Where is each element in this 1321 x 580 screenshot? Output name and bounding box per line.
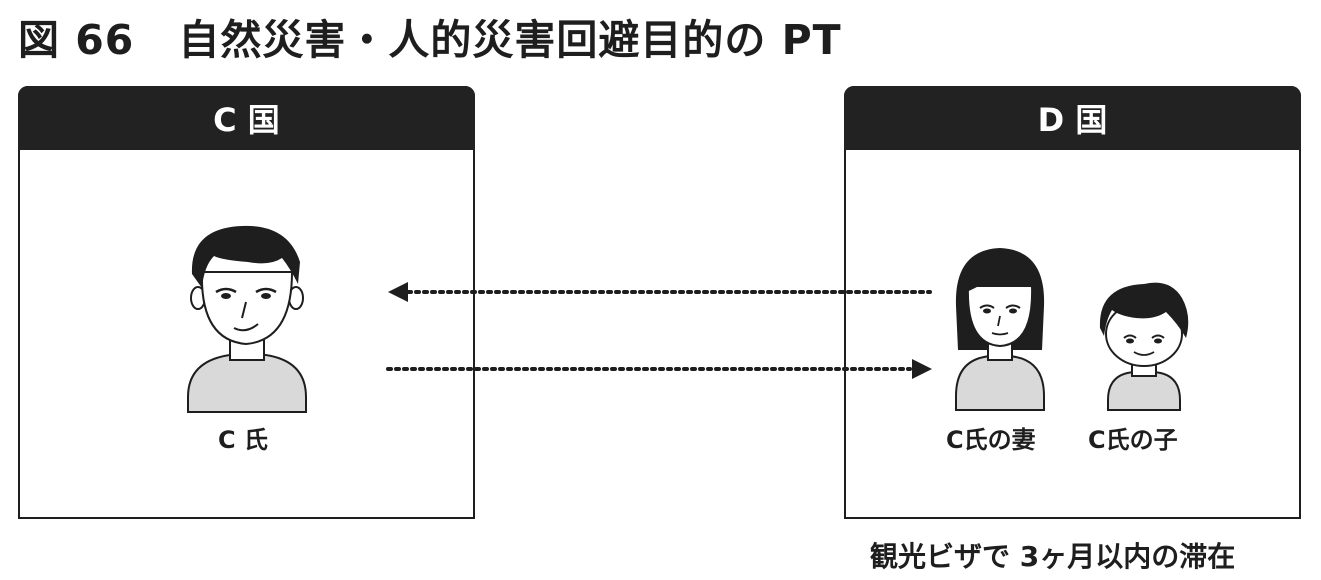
man-figure-icon (178, 222, 318, 414)
woman-figure-icon (950, 246, 1050, 412)
figure-number: 図 66 (18, 16, 135, 64)
country-d-header: D 国 (844, 86, 1301, 150)
country-d-box: D 国 (844, 86, 1301, 519)
stay-note: 観光ビザで 3ヶ月以内の滞在 (870, 540, 1236, 573)
child-figure-icon (1096, 280, 1192, 412)
c-man-label: C 氏 (218, 426, 268, 454)
country-c-box: C 国 (18, 86, 475, 519)
country-c-header: C 国 (18, 86, 475, 150)
dotted-arrow-right-icon (386, 357, 934, 385)
wife-label: C氏の妻 (946, 426, 1036, 454)
figure-title-text: 自然災害・人的災害回避目的の PT (178, 16, 842, 64)
dotted-arrow-left-icon (386, 280, 932, 308)
figure-title: 図 66 自然災害・人的災害回避目的の PT (18, 6, 842, 66)
child-label: C氏の子 (1088, 426, 1178, 454)
